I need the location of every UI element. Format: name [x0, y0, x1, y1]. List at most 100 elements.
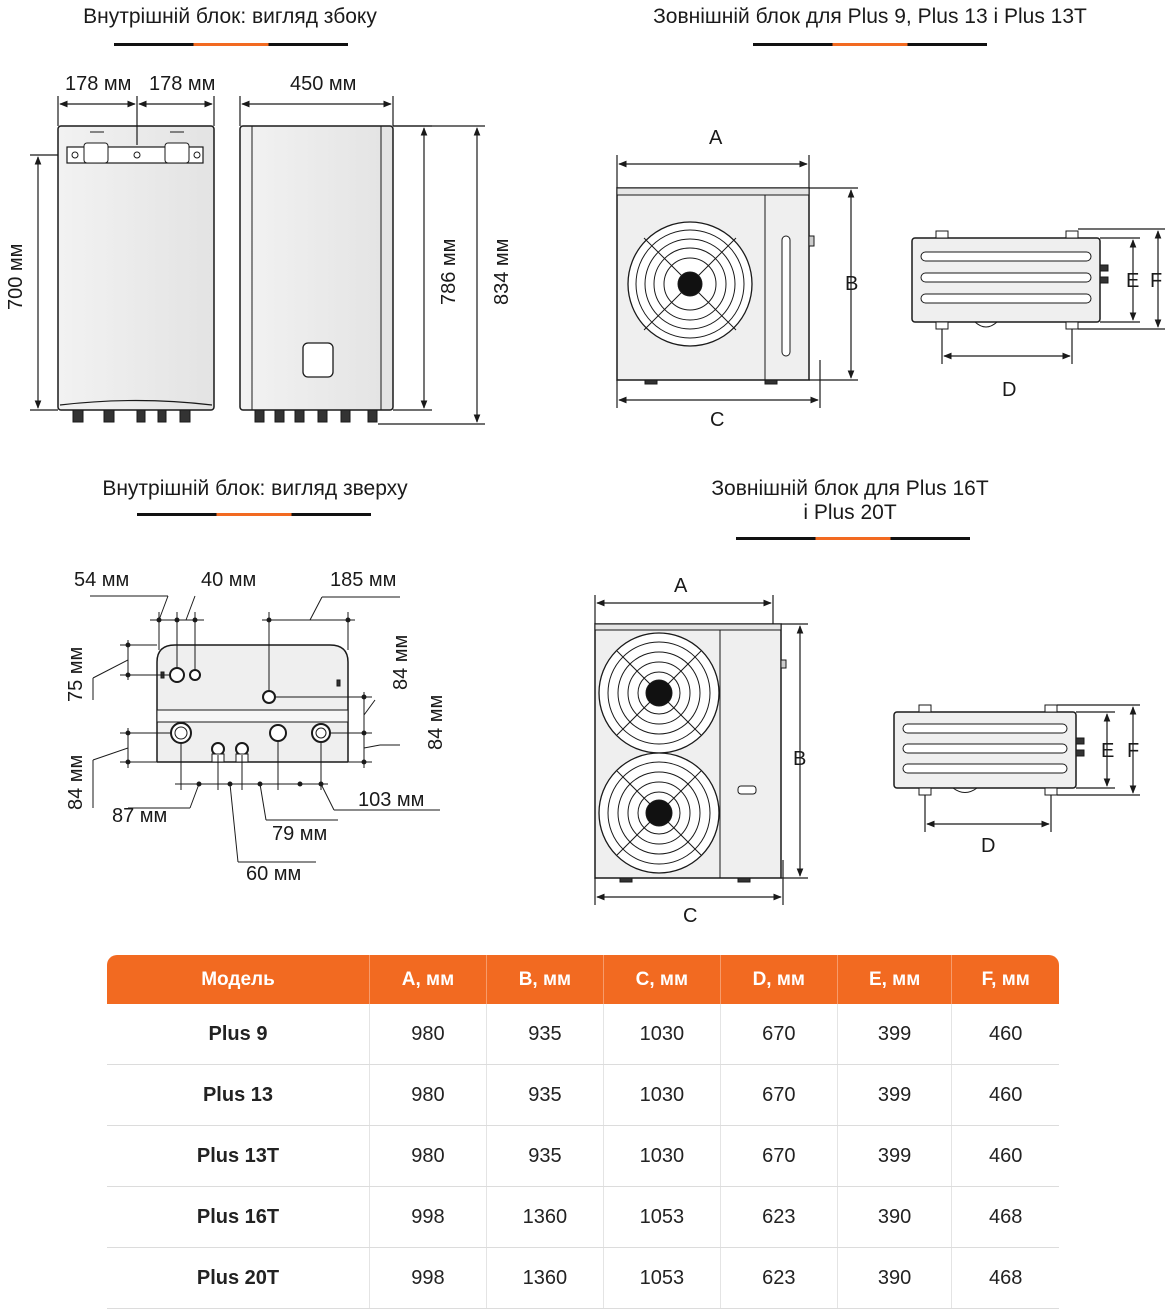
outdoor-large-front	[594, 623, 787, 883]
cell-f: 468	[951, 1186, 1059, 1248]
title-outdoor-large-line2: і Plus 20T	[803, 501, 897, 524]
cell-e: 399	[837, 1004, 953, 1065]
title-underline	[736, 537, 970, 540]
title-outdoor-large: Зовнішній блок для Plus 16T і Plus 20T	[650, 477, 1050, 525]
cell-a: 980	[369, 1064, 487, 1126]
cell-b: 935	[486, 1064, 604, 1126]
cell-model: Plus 20T	[107, 1247, 370, 1309]
table-header-row: Модель A, мм B, мм C, мм D, мм E, мм F, …	[107, 955, 1059, 1004]
cell-f: 460	[951, 1125, 1059, 1187]
dim-40: 40 мм	[201, 569, 256, 591]
cell-b: 1360	[486, 1247, 604, 1309]
cell-a: 980	[369, 1125, 487, 1187]
dim-79: 79 мм	[272, 823, 327, 845]
cell-f: 460	[951, 1004, 1059, 1065]
title-outdoor-small: Зовнішній блок для Plus 9, Plus 13 і Plu…	[653, 5, 1087, 28]
label-d-large: D	[981, 835, 995, 857]
cell-c: 1053	[603, 1247, 721, 1309]
table-row: Plus 16T 998 1360 1053 623 390 468	[107, 1186, 1059, 1248]
outdoor-small-top-dim-lines	[941, 228, 1165, 364]
cell-e: 390	[837, 1186, 953, 1248]
indoor-top-dim-lines	[90, 595, 440, 863]
label-c-large: C	[683, 905, 697, 927]
cell-model: Plus 16T	[107, 1186, 370, 1248]
indoor-front-drawing	[57, 125, 215, 423]
header-model: Модель	[107, 955, 370, 1004]
cell-c: 1030	[603, 1125, 721, 1187]
dim-185: 185 мм	[330, 569, 396, 591]
cell-a: 998	[369, 1186, 487, 1248]
outdoor-small-dim-lines	[616, 155, 858, 408]
indoor-top-drawing	[156, 644, 349, 763]
table-row: Plus 20T 998 1360 1053 623 390 468	[107, 1247, 1059, 1309]
title-outdoor-large-line1: Зовнішній блок для Plus 16T	[711, 477, 989, 500]
label-b-small: B	[845, 273, 858, 295]
outdoor-small-top	[911, 230, 1109, 330]
cell-d: 670	[720, 1064, 838, 1126]
dim-84-right-a: 84 мм	[390, 635, 412, 690]
indoor-side-dim-lines	[30, 96, 485, 425]
outdoor-large-dim-lines	[594, 595, 808, 905]
label-f-large: F	[1127, 740, 1139, 762]
title-underline	[137, 513, 371, 516]
cell-e: 390	[837, 1247, 953, 1309]
cell-e: 399	[837, 1125, 953, 1187]
cell-c: 1053	[603, 1186, 721, 1248]
cell-b: 1360	[486, 1186, 604, 1248]
cell-d: 670	[720, 1004, 838, 1065]
cell-model: Plus 9	[107, 1004, 370, 1065]
label-f-small: F	[1150, 270, 1162, 292]
cell-model: Plus 13	[107, 1064, 370, 1126]
outdoor-small-front	[616, 187, 815, 385]
dim-75: 75 мм	[65, 647, 87, 702]
dim-834: 834 мм	[491, 239, 513, 305]
dim-84-right-b: 84 мм	[425, 695, 447, 750]
dim-700: 700 мм	[5, 244, 27, 310]
cell-a: 980	[369, 1004, 487, 1065]
title-underline	[114, 43, 348, 46]
indoor-side-drawing	[239, 125, 394, 423]
cell-d: 670	[720, 1125, 838, 1187]
dim-84-left: 84 мм	[65, 755, 87, 810]
outdoor-large-top	[893, 704, 1085, 796]
header-e: E, мм	[837, 955, 953, 1004]
dim-87: 87 мм	[112, 805, 167, 827]
table-row: Plus 9 980 935 1030 670 399 460	[107, 1004, 1059, 1065]
header-b: B, мм	[486, 955, 604, 1004]
label-c-small: C	[710, 409, 724, 431]
header-a: A, мм	[369, 955, 487, 1004]
table-row: Plus 13 980 935 1030 670 399 460	[107, 1064, 1059, 1126]
dim-178-left: 178 мм	[65, 73, 131, 95]
dim-54: 54 мм	[74, 569, 129, 591]
title-underline	[753, 43, 987, 46]
header-c: C, мм	[603, 955, 721, 1004]
title-indoor-side: Внутрішній блок: вигляд збоку	[83, 5, 377, 28]
label-a-small: A	[709, 127, 723, 149]
dimensions-table: Модель A, мм B, мм C, мм D, мм E, мм F, …	[107, 955, 1059, 1309]
header-f: F, мм	[951, 955, 1059, 1004]
label-d-small: D	[1002, 379, 1016, 401]
label-e-large: E	[1101, 740, 1114, 762]
cell-c: 1030	[603, 1004, 721, 1065]
outdoor-large-top-dim-lines	[924, 704, 1140, 832]
cell-a: 998	[369, 1247, 487, 1309]
cell-model: Plus 13T	[107, 1125, 370, 1187]
dim-786: 786 мм	[438, 239, 460, 305]
technical-drawings: 178 мм 178 мм 450 мм 700 мм 786 мм 834 м…	[5, 73, 1165, 927]
table-row: Plus 13T 980 935 1030 670 399 460	[107, 1125, 1059, 1187]
header-d: D, мм	[720, 955, 838, 1004]
cell-c: 1030	[603, 1064, 721, 1126]
dim-103: 103 мм	[358, 789, 424, 811]
dim-450: 450 мм	[290, 73, 356, 95]
label-a-large: A	[674, 575, 688, 597]
cell-e: 399	[837, 1064, 953, 1126]
dim-60: 60 мм	[246, 863, 301, 885]
cell-f: 460	[951, 1064, 1059, 1126]
cell-d: 623	[720, 1186, 838, 1248]
dim-178-right: 178 мм	[149, 73, 215, 95]
label-e-small: E	[1126, 270, 1139, 292]
cell-b: 935	[486, 1004, 604, 1065]
label-b-large: B	[793, 748, 806, 770]
cell-b: 935	[486, 1125, 604, 1187]
title-indoor-top: Внутрішній блок: вигляд зверху	[102, 477, 408, 500]
